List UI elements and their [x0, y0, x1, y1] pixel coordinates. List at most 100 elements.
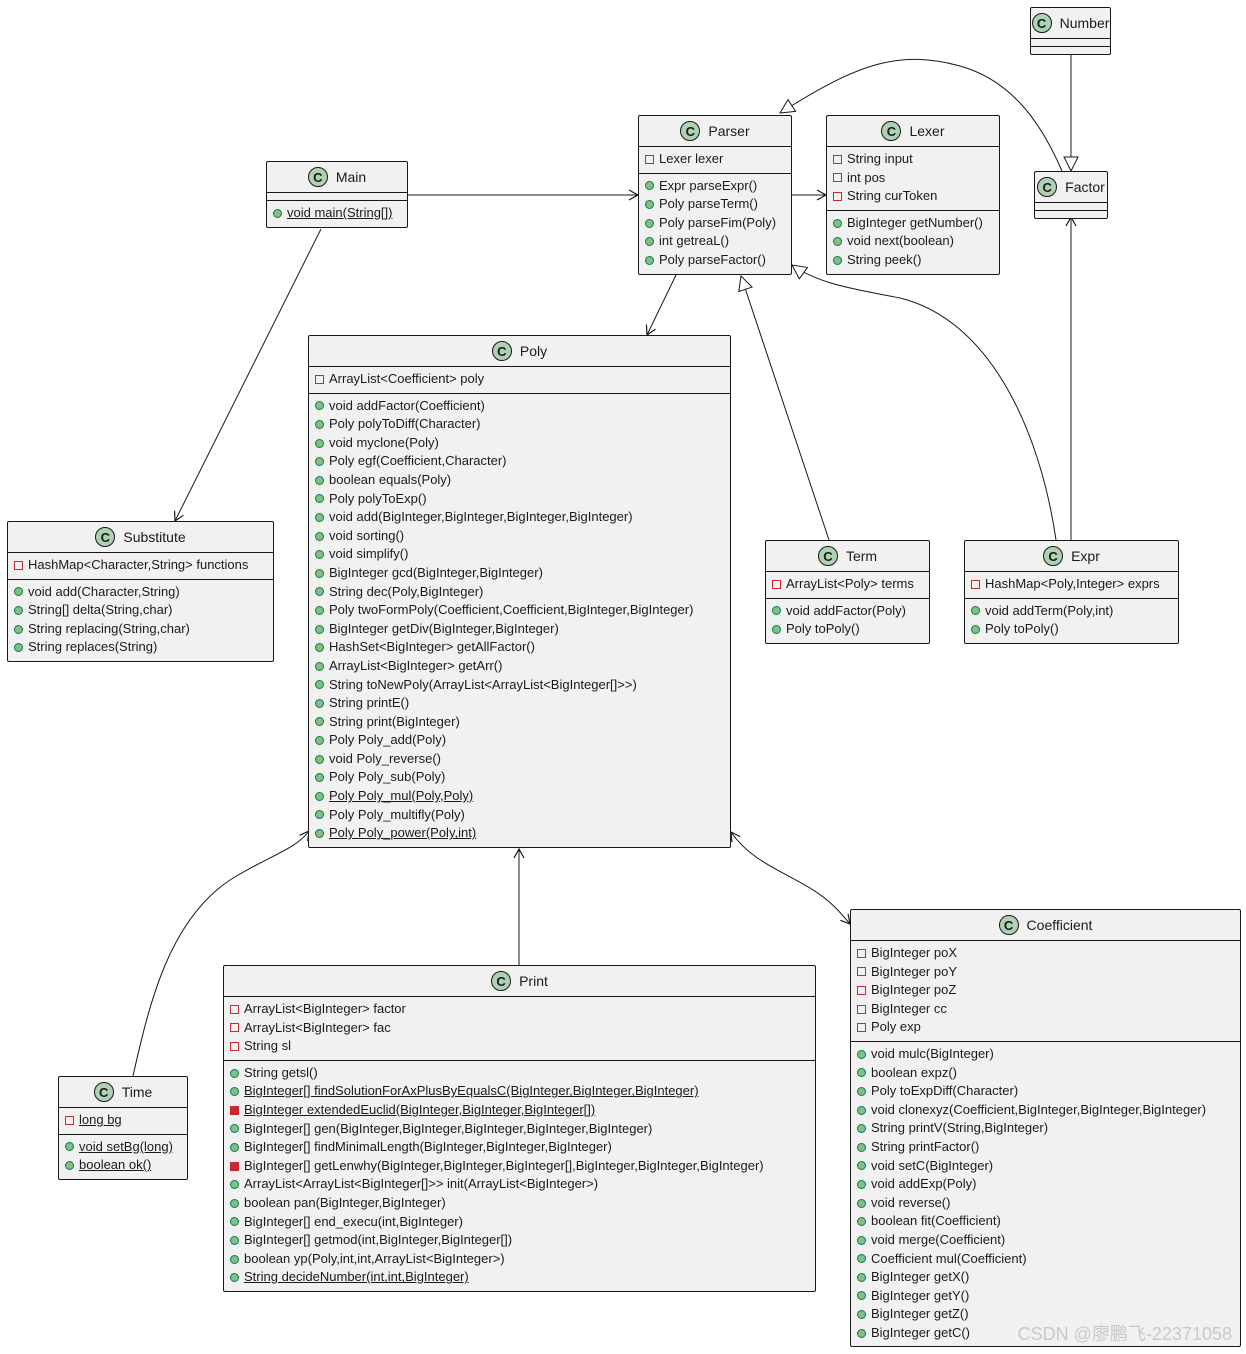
member-text: BigInteger getNumber()	[847, 214, 983, 230]
public-icon	[857, 1254, 866, 1264]
member-text: Poly toExpDiff(Character)	[871, 1083, 1019, 1099]
method-list: Expr parseExpr()Poly parseTerm()Poly par…	[639, 172, 791, 274]
edge-expr-parser	[791, 264, 1057, 541]
member-text: boolean yp(Poly,int,int,ArrayList<BigInt…	[244, 1250, 505, 1266]
member-text: Poly twoFormPoly(Coefficient,Coefficient…	[329, 602, 694, 618]
method-row: String getsl()	[224, 1064, 815, 1083]
method-row: Poly toExpDiff(Character)	[851, 1082, 1240, 1101]
public-icon	[230, 1124, 239, 1134]
method-row: String printE()	[309, 694, 730, 713]
method-row: boolean expz()	[851, 1064, 1240, 1083]
edge-parser-poly	[645, 274, 677, 337]
member-text: String dec(Poly,BigInteger)	[329, 583, 484, 599]
member-text: BigInteger poY	[871, 963, 958, 979]
class-badge-icon: C	[680, 121, 701, 141]
member-text: Poly Poly_power(Poly,int)	[329, 825, 477, 841]
method-row: String replaces(String)	[8, 638, 273, 657]
public-icon	[230, 1068, 239, 1078]
public-icon	[230, 1198, 239, 1208]
public-icon	[857, 1068, 866, 1078]
field-row: ArrayList<Coefficient> poly	[309, 370, 730, 389]
method-row: ArrayList<BigInteger> getArr()	[309, 657, 730, 676]
method-row: boolean yp(Poly,int,int,ArrayList<BigInt…	[224, 1250, 815, 1269]
public-icon	[315, 401, 324, 411]
method-list: void main(String[])	[267, 200, 407, 227]
public-icon	[65, 1160, 74, 1170]
method-row: BigInteger getNumber()	[827, 214, 999, 233]
member-text: String printE()	[329, 695, 410, 711]
method-row: Poly Poly_add(Poly)	[309, 731, 730, 750]
member-text: boolean equals(Poly)	[329, 471, 452, 487]
member-text: void mulc(BigInteger)	[871, 1045, 994, 1061]
class-badge-icon: C	[817, 546, 838, 566]
member-text: Coefficient mul(Coefficient)	[871, 1250, 1027, 1266]
field-list: long bg	[59, 1108, 187, 1134]
method-list	[1031, 46, 1110, 54]
member-text: HashMap<Poly,Integer> exprs	[985, 576, 1160, 591]
public-icon	[230, 1087, 239, 1097]
field-row: BigInteger poX	[851, 944, 1240, 963]
private-icon	[230, 1041, 239, 1051]
method-row: void add(Character,String)	[8, 583, 273, 602]
method-row: void myclone(Poly)	[309, 434, 730, 453]
class-badge-icon: C	[1043, 546, 1064, 566]
public-icon	[315, 754, 324, 764]
edge-poly-coefficient	[730, 830, 851, 925]
private-icon	[65, 1115, 74, 1125]
method-row: BigInteger[] end_execu(int,BigInteger)	[224, 1213, 815, 1232]
field-row: ArrayList<BigInteger> fac	[224, 1019, 815, 1038]
method-list: void addTerm(Poly,int)Poly toPoly()	[965, 597, 1178, 643]
field-row: BigInteger cc	[851, 1000, 1240, 1019]
method-list: void addFactor(Coefficient)Poly polyToDi…	[309, 392, 730, 847]
public-icon	[315, 624, 324, 634]
method-row: void addTerm(Poly,int)	[965, 602, 1178, 621]
member-text: Poly Poly_add(Poly)	[329, 732, 447, 748]
member-text: void add(Character,String)	[28, 583, 180, 599]
public-icon	[315, 810, 324, 820]
method-row: BigInteger getC()	[851, 1324, 1240, 1343]
member-text: String decideNumber(int,int,BigInteger)	[244, 1269, 469, 1285]
field-row: HashMap<Poly,Integer> exprs	[965, 575, 1178, 594]
member-text: void main(String[])	[287, 205, 393, 220]
member-text: BigInteger getZ()	[871, 1306, 969, 1322]
edge-time-poly	[132, 830, 310, 1077]
public-icon	[315, 791, 324, 801]
field-row: String sl	[224, 1037, 815, 1056]
member-text: ArrayList<Coefficient> poly	[329, 371, 485, 386]
member-text: void sorting()	[329, 527, 405, 543]
watermark: CSDN @廖鹏飞-22371058	[1017, 1324, 1232, 1344]
public-icon	[857, 1161, 866, 1171]
member-text: void next(boolean)	[847, 233, 954, 249]
public-icon	[273, 208, 282, 218]
public-icon	[315, 661, 324, 671]
public-icon	[65, 1142, 74, 1152]
member-text: BigInteger getY()	[871, 1287, 970, 1303]
member-text: Poly Poly_sub(Poly)	[329, 769, 446, 785]
method-row: BigInteger[] getmod(int,BigInteger,BigIn…	[224, 1231, 815, 1250]
method-row: HashSet<BigInteger> getAllFactor()	[309, 638, 730, 657]
member-text: Poly parseFactor()	[659, 251, 766, 267]
method-row: Poly toPoly()	[766, 620, 929, 639]
member-text: Poly parseTerm()	[659, 196, 758, 212]
public-icon	[971, 606, 980, 616]
public-icon	[315, 680, 324, 690]
member-text: void reverse()	[871, 1194, 951, 1210]
method-row: Poly egf(Coefficient,Character)	[309, 452, 730, 471]
member-text: Lexer lexer	[659, 151, 724, 166]
class-name: Main	[335, 169, 367, 185]
